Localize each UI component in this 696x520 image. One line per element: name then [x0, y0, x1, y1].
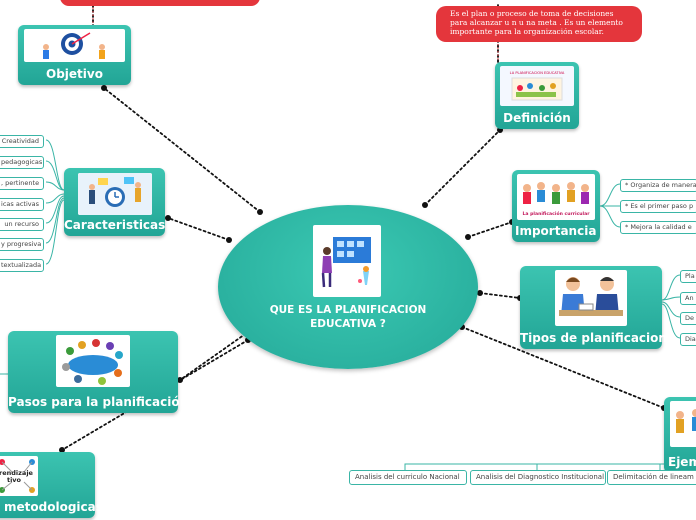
ejemplo-item[interactable]: Delimitación de lineam	[607, 470, 696, 485]
ejemplo-item[interactable]: Analisis del curriculo Nacional	[349, 470, 467, 485]
metodologicas-image-text-1: rendizaje	[0, 469, 34, 477]
importancia-item[interactable]: * Organiza de manera	[620, 179, 696, 192]
caracteristica-item[interactable]: y progresiva	[0, 238, 44, 251]
node-tipos[interactable]: Tipos de planificacion	[520, 266, 667, 349]
importancia-image-caption: La planificación curricular	[522, 210, 590, 217]
caracteristica-item[interactable]: , pertinente	[0, 177, 44, 190]
pasos-label: Pasos para la planificación	[8, 395, 189, 409]
caracteristica-item[interactable]: icas activas	[0, 198, 44, 211]
node-definicion[interactable]: LA PLANIFICACION EDUCATIVA Definición	[495, 62, 579, 129]
importancia-item[interactable]: * Mejora la calidad e	[620, 221, 696, 234]
caracteristica-item[interactable]: textualizada	[0, 259, 44, 272]
tipos-item[interactable]: De	[680, 312, 696, 325]
callout-top-left	[60, 0, 260, 6]
tipos-item[interactable]: An	[680, 292, 696, 305]
metodologicas-image-text-2: tivo	[7, 476, 22, 484]
ejemplo-item[interactable]: Analisis del Diagnostico Institucional	[470, 470, 606, 485]
importancia-illustration: La planificación curricular	[517, 174, 595, 220]
node-pasos[interactable]: Pasos para la planificación	[8, 331, 189, 413]
node-metodologicas[interactable]: rendizaje tivo metodologicas	[0, 452, 103, 518]
importancia-label: Importancia	[515, 224, 597, 238]
caracteristica-item[interactable]: pedagogicas	[0, 156, 44, 169]
central-illustration	[313, 225, 381, 297]
objetivo-label: Objetivo	[46, 67, 103, 81]
caracteristica-item[interactable]: un recurso	[0, 218, 44, 231]
node-objetivo[interactable]: Objetivo	[18, 25, 131, 85]
tipos-illustration	[555, 270, 627, 326]
node-importancia[interactable]: La planificación curricular Importancia	[512, 170, 600, 242]
metodologicas-illustration: rendizaje tivo	[0, 456, 38, 496]
tipos-label: Tipos de planificacion	[520, 331, 667, 345]
ejemplos-label: Ejem	[668, 455, 696, 469]
definicion-label: Definición	[503, 111, 571, 125]
definicion-illustration: LA PLANIFICACION EDUCATIVA	[500, 66, 574, 106]
node-caracteristicas[interactable]: Caracteristicas	[64, 168, 165, 236]
definicion-callout: Es el plan o proceso de toma de decision…	[436, 6, 642, 42]
definicion-callout-text: Es el plan o proceso de toma de decision…	[450, 9, 623, 36]
metodologicas-label: metodologicas	[4, 500, 103, 514]
definicion-image-caption: LA PLANIFICACION EDUCATIVA	[510, 71, 565, 75]
pasos-illustration	[56, 335, 130, 387]
tipos-item[interactable]: Dia	[680, 333, 696, 346]
caracteristica-item[interactable]: Creatividad	[0, 135, 44, 148]
importancia-item[interactable]: * Es el primer paso p	[620, 200, 696, 213]
ejemplos-illustration	[670, 401, 696, 447]
caracteristicas-label: Caracteristicas	[64, 218, 166, 232]
tipos-item[interactable]: Pla	[680, 270, 696, 283]
central-topic[interactable]: QUE ES LA PLANIFICACION EDUCATIVA ?	[218, 205, 478, 369]
node-ejemplos[interactable]: Ejem	[664, 397, 696, 473]
objetivo-illustration	[24, 29, 125, 62]
central-title: QUE ES LA PLANIFICACION EDUCATIVA ?	[269, 304, 427, 330]
caracteristicas-illustration	[78, 173, 152, 215]
